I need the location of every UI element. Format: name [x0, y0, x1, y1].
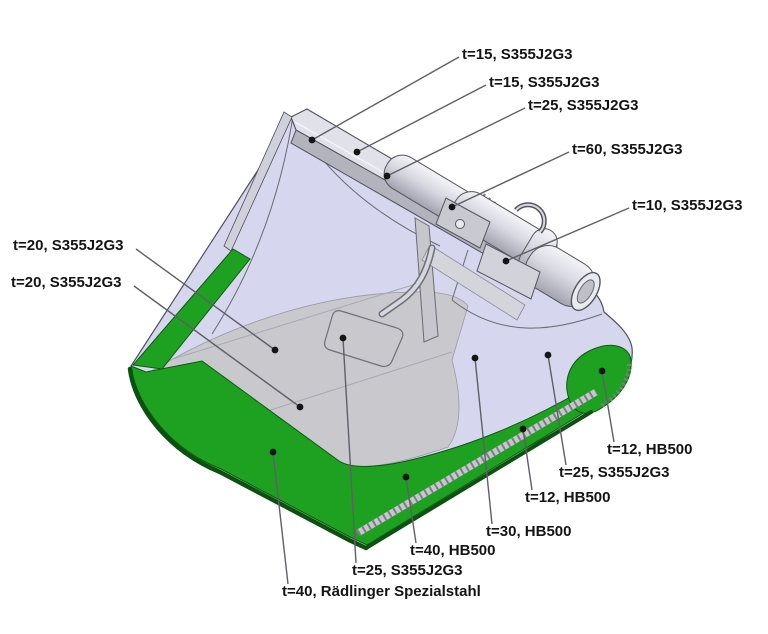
- leader-dot-3: [383, 172, 391, 180]
- right-wall-curve: [451, 299, 603, 329]
- lifting-rod: [380, 246, 434, 316]
- cutting-edge-underside: [127, 366, 369, 551]
- leader-dot-12: [402, 473, 410, 481]
- leader-dot-4: [448, 203, 456, 211]
- leader-line-6: [135, 248, 276, 351]
- left-edge-band: [223, 111, 293, 252]
- pin-bore: [576, 279, 595, 304]
- leader-line-10: [522, 428, 533, 491]
- leader-dot-6: [271, 346, 279, 354]
- leader-dot-11: [471, 354, 479, 362]
- leader-line-4: [451, 151, 570, 208]
- left-wall-fold-line: [211, 115, 294, 335]
- side-edge-green-strip: [132, 248, 251, 370]
- leader-dot-8: [598, 367, 606, 375]
- leader-line-5: [505, 207, 630, 262]
- hook-curl-highlight: [515, 203, 546, 233]
- pin-boss: [524, 245, 601, 312]
- leader-dot-14: [269, 448, 277, 456]
- center-rib: [414, 217, 439, 343]
- leader-dot-10: [519, 425, 527, 433]
- leader-dot-13: [339, 334, 347, 342]
- leader-line-1: [311, 56, 460, 141]
- spill-guard-plate: [476, 243, 541, 300]
- floor-fold-line-1: [162, 283, 417, 363]
- leader-line-14: [272, 451, 289, 585]
- leader-line-12: [405, 476, 417, 544]
- inner-strip-plate: [421, 244, 526, 321]
- bolt-edge-serration: [356, 388, 598, 537]
- cutting-edge-underside-right: [364, 410, 593, 550]
- leader-line-7: [133, 285, 301, 408]
- leader-line-9: [547, 354, 567, 466]
- leader-dot-9: [544, 351, 552, 359]
- leader-line-11: [474, 357, 493, 525]
- leader-dot-7: [296, 403, 304, 411]
- leader-dot-2: [353, 148, 361, 156]
- leader-dot-1: [308, 136, 316, 144]
- leader-line-3: [386, 107, 526, 177]
- leader-line-8: [601, 370, 615, 443]
- leader-line-2: [356, 84, 487, 153]
- leader-dot-5: [502, 257, 510, 265]
- bracket-hole: [455, 219, 465, 229]
- leader-line-13: [342, 337, 357, 564]
